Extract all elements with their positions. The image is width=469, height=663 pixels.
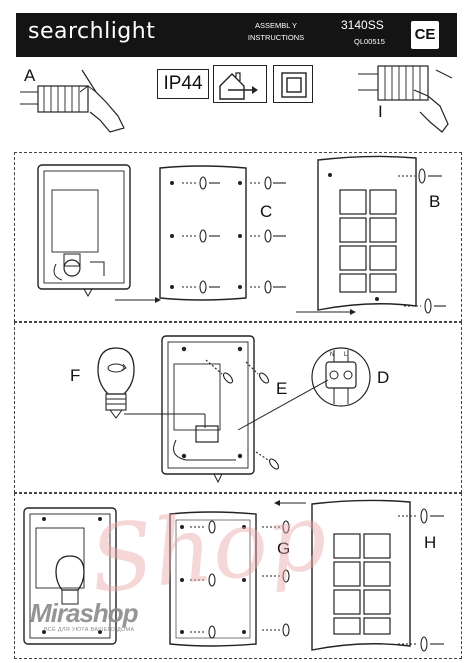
screw-ring-group-g — [190, 520, 290, 639]
grid-diffuser-refit-illustration — [311, 499, 411, 651]
terminal-detail-illustration — [311, 347, 371, 407]
watermark-tagline: ВСЁ ДЛЯ УЮТА ВАШЕГО ДОМА — [44, 627, 135, 633]
header-bar: searchlight ASSEMBL Y INSTRUCTIONS 3140S… — [16, 13, 457, 57]
watermark-brand-logo: Mirashop — [30, 598, 139, 628]
document-type-line2: INSTRUCTIONS — [247, 33, 305, 42]
step-panel-1 — [14, 152, 462, 322]
light-bulb-illustration — [97, 347, 135, 419]
label-d: D — [377, 368, 390, 387]
open-lamp-base-illustration — [37, 164, 131, 298]
step-panel-3 — [14, 493, 462, 659]
screw-ring-group-c — [182, 176, 286, 294]
terminal-block-right-illustration — [358, 65, 453, 133]
ce-mark-icon: CE — [411, 21, 439, 49]
ip-rating-badge: IP44 — [157, 69, 209, 99]
front-frame-illustration — [159, 165, 247, 301]
label-g: G — [277, 539, 291, 558]
lamp-base-wiring-illustration — [161, 335, 255, 484]
label-f: F — [70, 366, 81, 385]
wire-label-l: L — [344, 352, 348, 358]
step-panel-2 — [14, 322, 462, 493]
wire-label-n: N — [330, 352, 335, 358]
label-i: I — [378, 102, 383, 121]
house-arrow-icon — [213, 65, 267, 103]
document-code: QL00515 — [354, 37, 385, 46]
label-e: E — [276, 379, 288, 398]
terminal-block-left-illustration — [20, 69, 125, 133]
label-a: A — [24, 66, 36, 85]
label-c: C — [260, 202, 273, 221]
document-type-line1: ASSEMBL Y — [254, 21, 298, 30]
assembled-base-with-bulb-illustration — [23, 507, 117, 645]
class2-double-insulation-icon — [273, 65, 313, 103]
brand-logo: searchlight — [28, 19, 156, 44]
model-number: 3140SS — [341, 18, 384, 32]
label-b: B — [429, 192, 441, 211]
document-type: ASSEMBL Y INSTRUCTIONS — [226, 20, 326, 44]
label-h: H — [424, 533, 437, 552]
